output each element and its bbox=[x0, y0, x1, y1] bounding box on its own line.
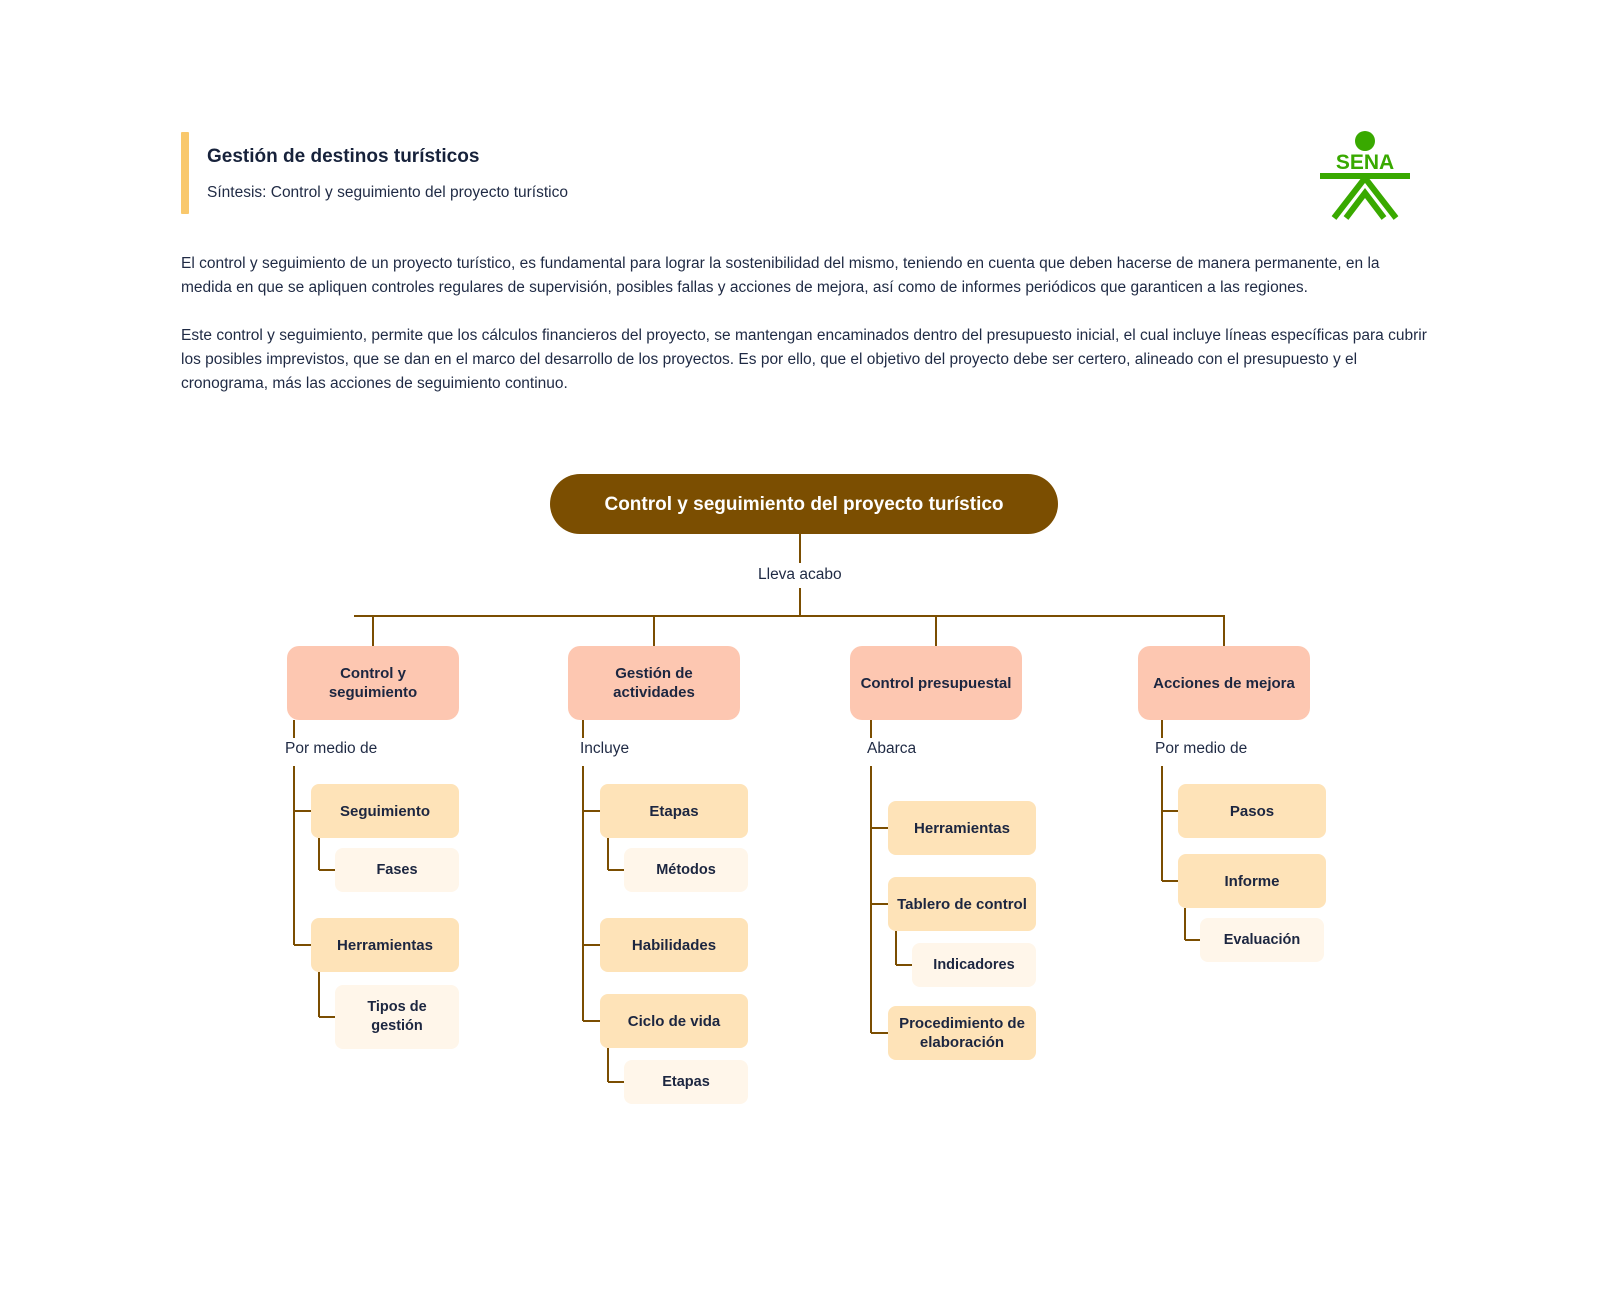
item-informe: Informe bbox=[1178, 854, 1326, 908]
item-pasos: Pasos bbox=[1178, 784, 1326, 838]
header-accent-bar bbox=[181, 132, 189, 214]
logo-text: SENA bbox=[1336, 151, 1394, 174]
branch-control-presupuestal: Control presupuestal bbox=[850, 646, 1022, 720]
item-herramientas: Herramientas bbox=[311, 918, 459, 972]
item-tablero-de-control: Tablero de control bbox=[888, 877, 1036, 931]
root-connector-label: Lleva acabo bbox=[758, 566, 842, 584]
logo-legs-icon bbox=[1343, 188, 1387, 220]
item-seguimiento: Seguimiento bbox=[311, 784, 459, 838]
logo-head-icon bbox=[1355, 131, 1375, 151]
item-metodos: Métodos bbox=[624, 848, 748, 892]
item-procedimiento-elaboracion: Procedimiento de elaboración bbox=[888, 1006, 1036, 1060]
course-subtitle: Síntesis: Control y seguimiento del proy… bbox=[207, 184, 568, 201]
item-ciclo-de-vida: Ciclo de vida bbox=[600, 994, 748, 1048]
intro-paragraph-2: Este control y seguimiento, permite que … bbox=[181, 327, 1427, 392]
branch-gestion-actividades: Gestión de actividades bbox=[568, 646, 740, 720]
logo-body-icon bbox=[1331, 173, 1399, 220]
item-evaluacion: Evaluación bbox=[1200, 918, 1324, 962]
branch-control-seguimiento: Control y seguimiento bbox=[287, 646, 459, 720]
item-fases: Fases bbox=[335, 848, 459, 892]
item-habilidades: Habilidades bbox=[600, 918, 748, 972]
sena-logo: SENA bbox=[1320, 131, 1410, 220]
branch-2-connector-label: Incluye bbox=[580, 740, 630, 758]
item-indicadores: Indicadores bbox=[912, 943, 1036, 987]
branch-4-connector-label: Por medio de bbox=[1155, 740, 1248, 758]
branch-3-connector-label: Abarca bbox=[867, 740, 917, 758]
intro-paragraph-1: El control y seguimiento de un proyecto … bbox=[181, 255, 1380, 296]
branch-1-connector-label: Por medio de bbox=[285, 740, 378, 758]
item-etapas-ciclo: Etapas bbox=[624, 1060, 748, 1104]
item-herramientas-presupuesto: Herramientas bbox=[888, 801, 1036, 855]
branch-acciones-de-mejora: Acciones de mejora bbox=[1138, 646, 1310, 720]
diagram-root-node: Control y seguimiento del proyecto turís… bbox=[550, 474, 1058, 534]
course-title: Gestión de destinos turísticos bbox=[207, 146, 480, 167]
item-etapas: Etapas bbox=[600, 784, 748, 838]
item-tipos-de-gestion: Tipos de gestión bbox=[335, 985, 459, 1049]
